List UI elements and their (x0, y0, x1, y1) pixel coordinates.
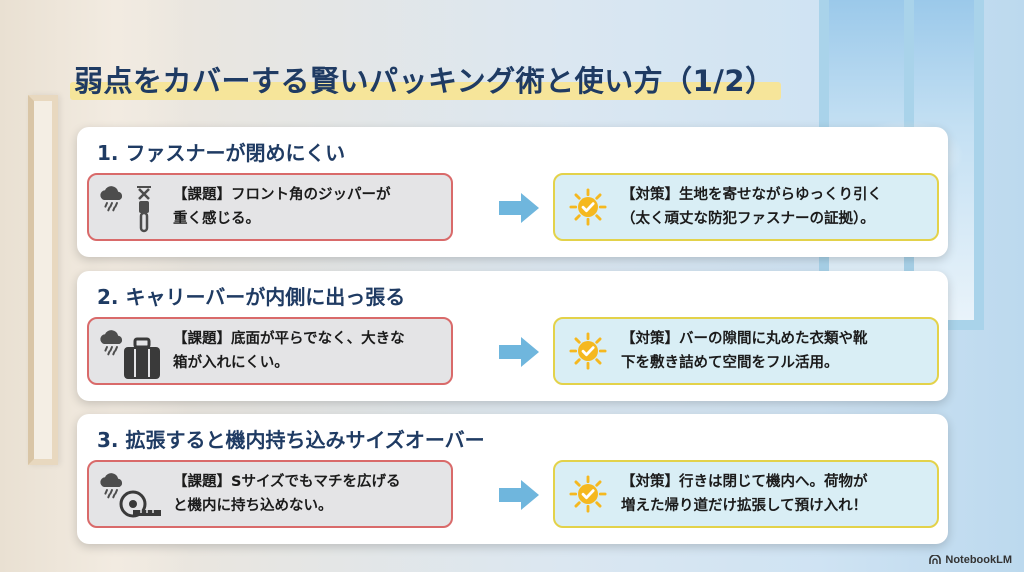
sun-check-icon (569, 332, 607, 370)
solution-text: 【対策】バーの隙間に丸めた衣類や靴 下を敷き詰めて空間をフル活用。 (621, 327, 937, 375)
problem-line-1: 【課題】フロント角のジッパーが (173, 187, 391, 203)
problem-line-1: 【課題】底面が平らでなく、大きな (173, 331, 405, 347)
problem-box: 【課題】Sサイズでもマチを広げる と機内に持ち込めない。 (87, 460, 453, 528)
solution-line-2: （太く頑丈な防犯ファスナーの証拠）。 (621, 211, 875, 227)
problem-line-2: 重く感じる。 (173, 211, 260, 227)
solution-text: 【対策】生地を寄せながらゆっくり引く （太く頑丈な防犯ファスナーの証拠）。 (621, 183, 937, 231)
solution-text: 【対策】行きは閉じて機内へ。荷物が 増えた帰り道だけ拡張して預け入れ！ (621, 470, 937, 518)
problem-line-2: と機内に持ち込めない。 (173, 498, 333, 514)
section-2: 2. キャリーバーが内側に出っ張る 【課題】底面が平らでなく、大きな 箱が入れに… (77, 271, 948, 401)
solution-line-1: 【対策】バーの隙間に丸めた衣類や靴 (621, 331, 868, 347)
solution-line-1: 【対策】行きは閉じて機内へ。荷物が (621, 474, 868, 490)
rain-cloud-icon (97, 183, 127, 213)
zipper-icon (137, 186, 151, 233)
arrow-right-icon (497, 478, 541, 512)
notebooklm-watermark: NotebookLM (929, 554, 1012, 566)
title-block: 弱点をカバーする賢いパッキング術と使い方（1/2） (70, 58, 781, 102)
problem-text: 【課題】フロント角のジッパーが 重く感じる。 (173, 183, 449, 231)
arrow-right-icon (497, 335, 541, 369)
solution-line-2: 下を敷き詰めて空間をフル活用。 (621, 355, 839, 371)
watermark-text: NotebookLM (945, 554, 1012, 566)
background-door-frame (28, 95, 58, 465)
title-highlight (70, 82, 781, 100)
problem-line-2: 箱が入れにくい。 (173, 355, 289, 371)
problem-text: 【課題】底面が平らでなく、大きな 箱が入れにくい。 (173, 327, 449, 375)
page-title: 弱点をカバーする賢いパッキング術と使い方（1/2） (74, 64, 775, 98)
suitcase-icon (124, 337, 160, 379)
solution-box: 【対策】行きは閉じて機内へ。荷物が 増えた帰り道だけ拡張して預け入れ！ (553, 460, 939, 528)
solution-line-1: 【対策】生地を寄せながらゆっくり引く (621, 187, 882, 203)
solution-box: 【対策】生地を寄せながらゆっくり引く （太く頑丈な防犯ファスナーの証拠）。 (553, 173, 939, 241)
section-1: 1. ファスナーが閉めにくい 【課題】フロント角のジッパーが 重く感じる。 【対… (77, 127, 948, 257)
sun-check-icon (569, 475, 607, 513)
solution-box: 【対策】バーの隙間に丸めた衣類や靴 下を敷き詰めて空間をフル活用。 (553, 317, 939, 385)
problem-text: 【課題】Sサイズでもマチを広げる と機内に持ち込めない。 (173, 470, 449, 518)
section-heading: 3. 拡張すると機内持ち込みサイズオーバー (97, 428, 485, 452)
sun-check-icon (569, 188, 607, 226)
problem-box: 【課題】底面が平らでなく、大きな 箱が入れにくい。 (87, 317, 453, 385)
problem-box: 【課題】フロント角のジッパーが 重く感じる。 (87, 173, 453, 241)
measuring-tape-icon (119, 490, 161, 518)
section-3: 3. 拡張すると機内持ち込みサイズオーバー 【課題】Sサイズでもマチを広げる と… (77, 414, 948, 544)
section-heading: 1. ファスナーが閉めにくい (97, 141, 346, 165)
notebooklm-logo-icon (929, 555, 942, 564)
section-heading: 2. キャリーバーが内側に出っ張る (97, 285, 406, 309)
problem-line-1: 【課題】Sサイズでもマチを広げる (173, 474, 401, 490)
arrow-right-icon (497, 191, 541, 225)
solution-line-2: 増えた帰り道だけ拡張して預け入れ！ (621, 498, 868, 514)
